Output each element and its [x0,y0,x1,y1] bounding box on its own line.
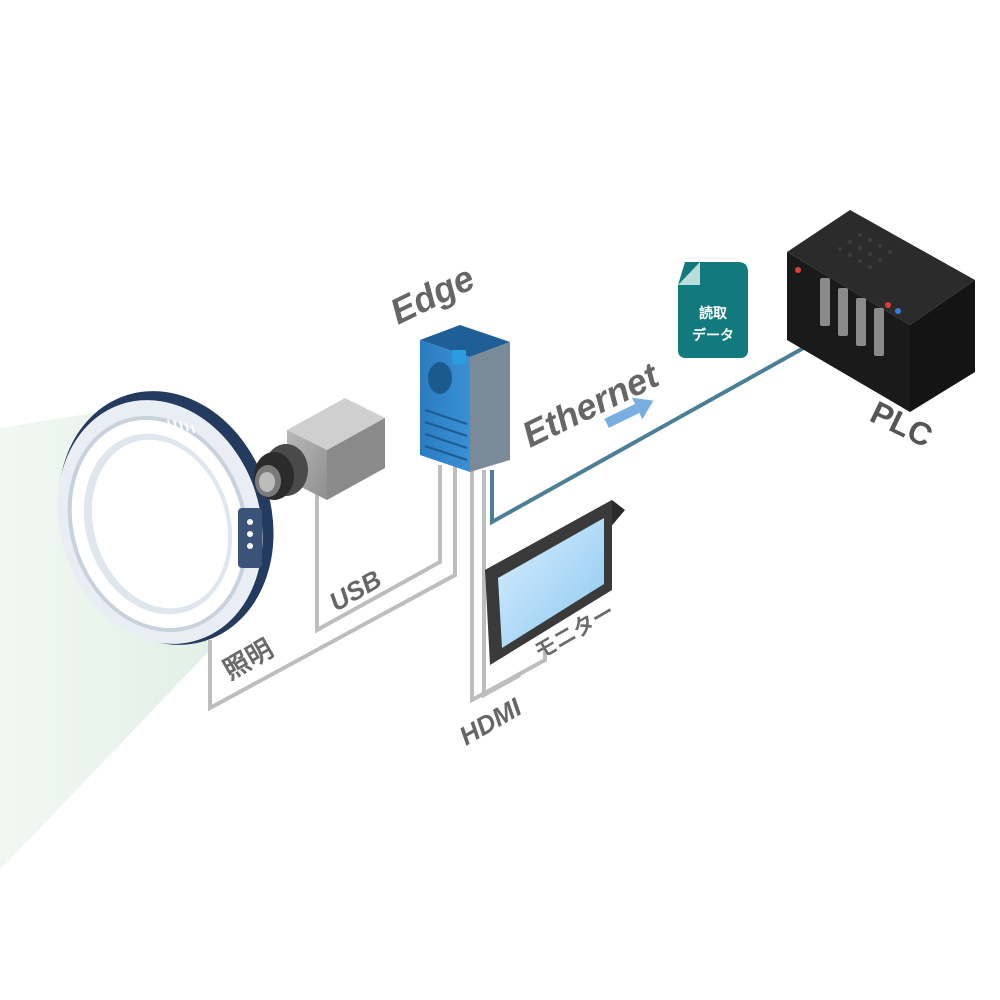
edge-device-icon [420,325,510,472]
lighting-cable [208,465,457,712]
camera-icon [254,398,385,500]
cables [208,465,547,712]
usb-cable [315,465,442,634]
read-data-badge: 読取 データ [678,262,748,358]
ethernet-cable [490,334,826,526]
monitor-stand-cable [482,470,521,699]
monitor-icon [485,500,625,665]
read-data-line1: 読取 [699,305,728,322]
label-edge: Edge [384,257,481,332]
label-hdmi: HDMI [454,692,527,752]
label-lighting: 照明 [219,634,279,686]
ring-light-icon [57,391,274,645]
read-data-line2: データ [692,327,734,344]
plc-server-icon [787,210,975,412]
arrow-right-icon [604,397,654,428]
document-icon [678,262,748,358]
